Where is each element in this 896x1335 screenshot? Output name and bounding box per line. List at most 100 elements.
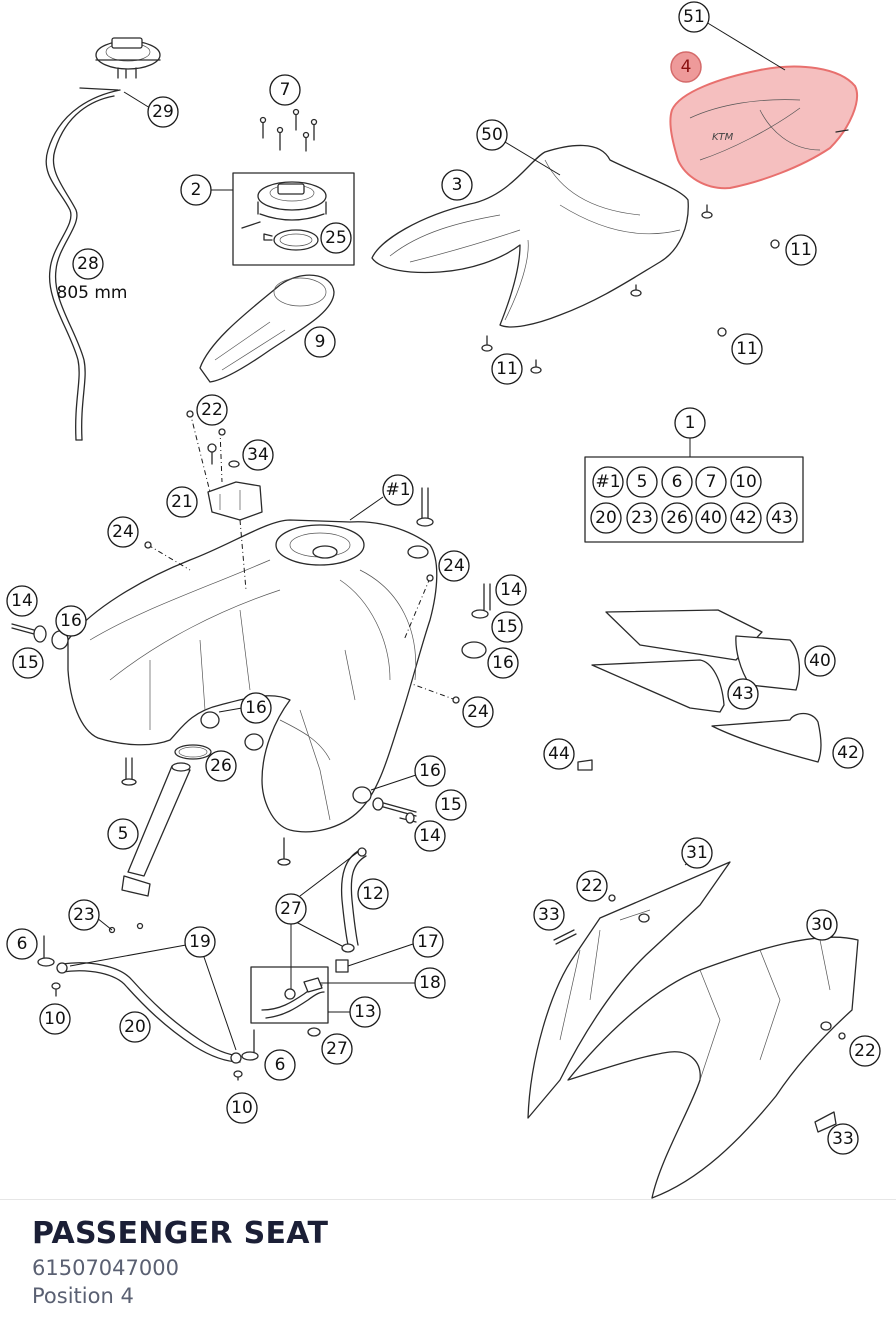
svg-text:40: 40 bbox=[809, 651, 831, 671]
svg-text:14: 14 bbox=[11, 591, 33, 611]
svg-text:30: 30 bbox=[811, 915, 833, 935]
svg-text:33: 33 bbox=[538, 905, 560, 925]
svg-text:14: 14 bbox=[419, 826, 441, 846]
kit-box-2 bbox=[232, 172, 355, 266]
svg-text:5: 5 bbox=[118, 824, 129, 844]
callout-14-a: 14 bbox=[6, 585, 38, 617]
callout-29: 29 bbox=[123, 91, 179, 128]
svg-text:42: 42 bbox=[837, 743, 859, 763]
callout-40: 40 bbox=[804, 645, 836, 677]
callout-20: 20 bbox=[119, 1011, 151, 1043]
callout-23: 23 bbox=[68, 899, 113, 931]
svg-text:21: 21 bbox=[171, 492, 193, 512]
svg-text:34: 34 bbox=[247, 445, 269, 465]
svg-text:10: 10 bbox=[231, 1098, 253, 1118]
callout-16-b: 16 bbox=[487, 647, 519, 679]
svg-text:22: 22 bbox=[854, 1041, 876, 1061]
svg-text:1: 1 bbox=[685, 413, 696, 433]
svg-text:11: 11 bbox=[736, 339, 758, 359]
passenger-seat-4-highlighted[interactable]: KTM bbox=[669, 65, 858, 190]
svg-text:11: 11 bbox=[496, 359, 518, 379]
part-title: PASSENGER SEAT bbox=[32, 1216, 329, 1251]
svg-text:16: 16 bbox=[245, 698, 267, 718]
callout-34: 34 bbox=[242, 439, 274, 471]
callout-5: 5 bbox=[107, 818, 139, 850]
decal-40 bbox=[605, 609, 801, 691]
callout-14-b: 14 bbox=[495, 574, 527, 606]
svg-text:7: 7 bbox=[706, 472, 717, 492]
callout-26: 26 bbox=[205, 750, 237, 782]
svg-text:43: 43 bbox=[771, 508, 793, 528]
svg-text:16: 16 bbox=[492, 653, 514, 673]
hose-12 bbox=[340, 847, 367, 953]
callout-10-b: 10 bbox=[226, 1092, 258, 1124]
callout-19: 19 bbox=[69, 926, 237, 1051]
callout-7: 7 bbox=[269, 74, 301, 106]
side-panel-31 bbox=[527, 861, 731, 1119]
svg-text:2: 2 bbox=[191, 180, 202, 200]
svg-text:43: 43 bbox=[732, 684, 754, 704]
callout-10-a: 10 bbox=[39, 1003, 71, 1035]
callout-24-b: 24 bbox=[438, 550, 470, 582]
svg-text:3: 3 bbox=[452, 175, 463, 195]
svg-text:24: 24 bbox=[443, 556, 465, 576]
svg-text:5: 5 bbox=[637, 472, 648, 492]
fitting-17 bbox=[335, 943, 414, 973]
svg-text:#1: #1 bbox=[595, 472, 620, 492]
svg-text:13: 13 bbox=[354, 1002, 376, 1022]
seat-logo-mark: KTM bbox=[712, 132, 734, 143]
part-position: Position 4 bbox=[32, 1284, 134, 1308]
callout-51: 51 bbox=[678, 1, 786, 71]
svg-text:27: 27 bbox=[280, 899, 302, 919]
svg-text:7: 7 bbox=[280, 80, 291, 100]
callout-33-b: 33 bbox=[814, 1111, 859, 1155]
fuel-tank bbox=[67, 519, 438, 833]
callout-14-c: 14 bbox=[414, 820, 446, 852]
callout-44: 44 bbox=[543, 738, 575, 770]
part-number: 61507047000 bbox=[32, 1256, 179, 1280]
callout-27-a: 27 bbox=[275, 851, 359, 990]
callout-24-a: 24 bbox=[107, 516, 191, 571]
hose-13 bbox=[261, 977, 325, 1019]
callout-22-b: 22 bbox=[576, 870, 616, 902]
callout-31: 31 bbox=[681, 837, 713, 869]
callout-33-a: 33 bbox=[533, 899, 577, 945]
callout-50: 50 bbox=[476, 119, 561, 176]
callout-3: 3 bbox=[441, 169, 473, 201]
decal-43 bbox=[591, 659, 725, 713]
callout-16-d: 16 bbox=[414, 755, 446, 787]
svg-text:29: 29 bbox=[152, 102, 174, 122]
part-info-footer: PASSENGER SEAT 61507047000 Position 4 bbox=[32, 1214, 872, 1310]
svg-text:42: 42 bbox=[735, 508, 757, 528]
bracket-21 bbox=[186, 410, 263, 591]
svg-text:28: 28 bbox=[77, 254, 99, 274]
gasket-26 bbox=[174, 744, 212, 760]
callout-42: 42 bbox=[832, 737, 864, 769]
fuel-pipe-5 bbox=[121, 757, 191, 897]
svg-text:26: 26 bbox=[210, 756, 232, 776]
callout-hash1: #1 bbox=[349, 474, 414, 521]
svg-text:24: 24 bbox=[112, 522, 134, 542]
callout-43: 43 bbox=[727, 678, 759, 710]
callout-15-b: 15 bbox=[491, 611, 523, 643]
callout-22-a: 22 bbox=[196, 394, 228, 426]
callout-27-b: 27 bbox=[307, 1027, 353, 1065]
svg-text:10: 10 bbox=[735, 472, 757, 492]
fuel-line-20 bbox=[56, 962, 242, 1064]
svg-text:16: 16 bbox=[419, 761, 441, 781]
right-mounts bbox=[403, 487, 491, 704]
svg-text:15: 15 bbox=[17, 653, 39, 673]
callout-4-highlighted[interactable]: 4 bbox=[670, 51, 702, 83]
kit-box-13 bbox=[250, 966, 329, 1024]
svg-text:16: 16 bbox=[60, 611, 82, 631]
svg-text:9: 9 bbox=[315, 332, 326, 352]
svg-text:24: 24 bbox=[467, 702, 489, 722]
screws-7 bbox=[259, 108, 318, 152]
callout-15-c: 15 bbox=[435, 789, 467, 821]
callout-21: 21 bbox=[166, 486, 198, 518]
svg-text:40: 40 bbox=[700, 508, 722, 528]
fittings-6 bbox=[37, 922, 259, 1081]
svg-text:20: 20 bbox=[124, 1017, 146, 1037]
callout-16-a: 16 bbox=[55, 605, 87, 637]
svg-text:50: 50 bbox=[481, 125, 503, 145]
